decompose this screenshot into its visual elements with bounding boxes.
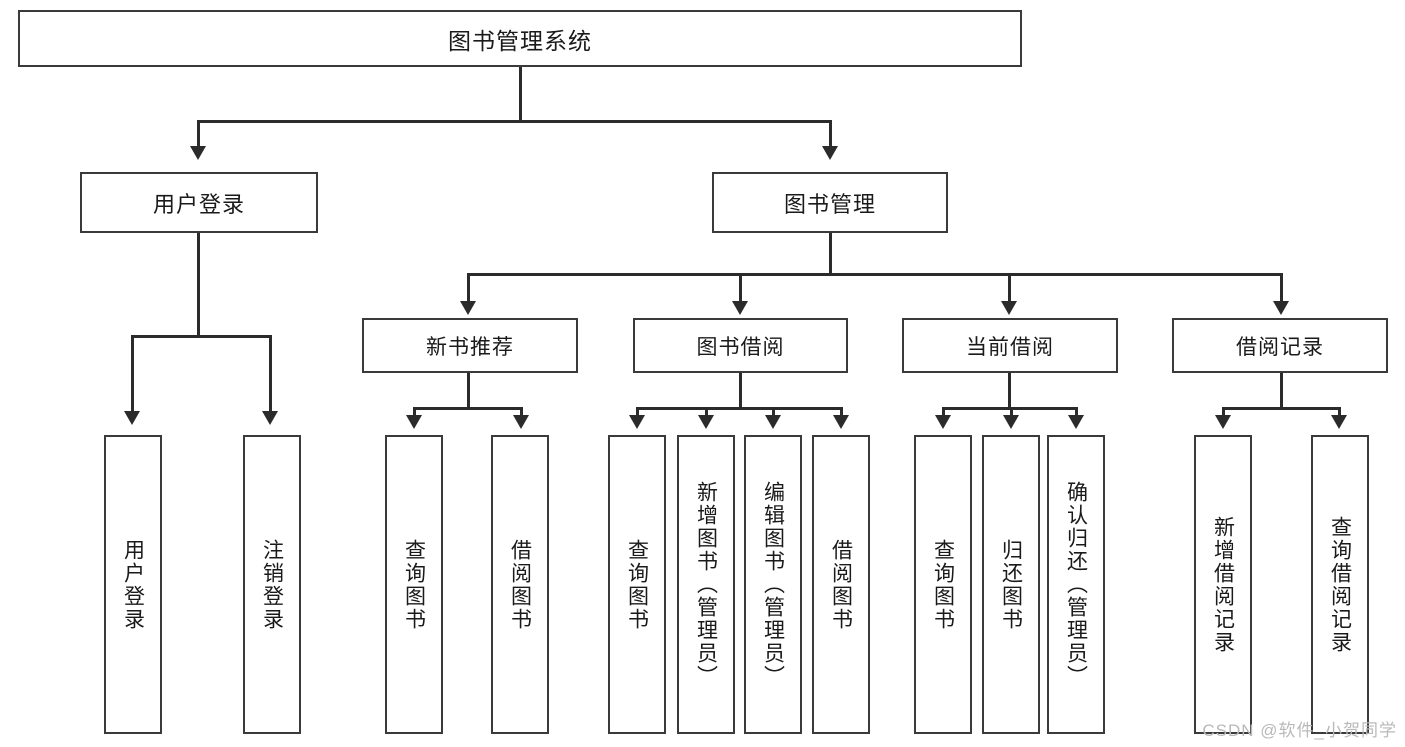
connector-bookmgmt-stem	[829, 233, 832, 275]
node-label: 新增图书（管理员）	[694, 481, 718, 688]
node-label: 用户登录	[121, 538, 145, 631]
connector-bookborrow-to-leaf-2	[705, 407, 708, 419]
node-borrow-record[interactable]: 借阅记录	[1172, 318, 1388, 373]
node-label: 用户登录	[152, 191, 245, 217]
connector-userlogin-to-leaf-1	[131, 335, 134, 415]
arrowhead-borrowrecord-leaf-2	[1331, 415, 1347, 429]
leaf-user-login-2[interactable]: 注销登录	[243, 435, 301, 734]
arrowhead-newbook-leaf-1	[406, 415, 422, 429]
leaf-current-borrow-3[interactable]: 确认归还（管理员）	[1047, 435, 1105, 734]
arrowhead-userlogin-leaf-2	[262, 411, 278, 425]
arrowhead-bookmgmt-record	[1273, 301, 1289, 315]
connector-bookmgmt-to-new	[467, 273, 470, 305]
connector-bookborrow-to-leaf-4	[840, 407, 843, 419]
node-label: 借阅图书	[829, 538, 853, 631]
connector-currentborrow-to-leaf-3	[1075, 407, 1078, 419]
connector-newbook-to-leaf-1	[413, 407, 416, 419]
node-label: 借阅图书	[508, 538, 532, 631]
node-label: 图书管理	[783, 191, 876, 217]
connector-root-bar	[197, 120, 832, 123]
node-new-book-recommend[interactable]: 新书推荐	[362, 318, 578, 373]
leaf-book-borrow-4[interactable]: 借阅图书	[812, 435, 870, 734]
connector-userlogin-stem	[197, 233, 200, 337]
node-label: 新书推荐	[426, 335, 514, 359]
connector-userlogin-bar	[131, 335, 272, 338]
arrowhead-bookborrow-leaf-4	[833, 415, 849, 429]
connector-currentborrow-bar	[942, 407, 1076, 410]
connector-currentborrow-to-leaf-1	[942, 407, 945, 419]
arrowhead-bookborrow-leaf-3	[765, 415, 781, 429]
node-label: 查询借阅记录	[1328, 515, 1352, 654]
node-book-borrow[interactable]: 图书借阅	[633, 318, 848, 373]
arrowhead-borrowrecord-leaf-1	[1215, 415, 1231, 429]
leaf-borrow-record-1[interactable]: 新增借阅记录	[1194, 435, 1252, 734]
node-label: 编辑图书（管理员）	[761, 481, 785, 688]
leaf-current-borrow-1[interactable]: 查询图书	[914, 435, 972, 734]
leaf-book-borrow-1[interactable]: 查询图书	[608, 435, 666, 734]
connector-newbook-bar	[413, 407, 523, 410]
node-label: 查询图书	[625, 538, 649, 631]
connector-bookborrow-to-leaf-3	[772, 407, 775, 419]
node-label: 查询图书	[402, 538, 426, 631]
node-user-login[interactable]: 用户登录	[80, 172, 318, 233]
connector-newbook-to-leaf-2	[520, 407, 523, 419]
connector-bookborrow-stem	[739, 373, 742, 409]
node-label: 图书管理系统	[448, 27, 592, 54]
connector-root-to-bookmgmt	[829, 120, 832, 150]
leaf-user-login-1[interactable]: 用户登录	[104, 435, 162, 734]
connector-borrowrecord-stem	[1280, 373, 1283, 409]
connector-root-to-userlogin	[197, 120, 200, 150]
arrowhead-bookborrow-leaf-2	[698, 415, 714, 429]
node-label: 图书借阅	[696, 335, 785, 359]
connector-bookmgmt-to-record	[1280, 273, 1283, 305]
connector-bookmgmt-bar	[467, 273, 1283, 276]
node-label: 借阅记录	[1236, 335, 1324, 359]
node-label: 当前借阅	[966, 335, 1054, 359]
node-label: 注销登录	[260, 538, 284, 631]
arrowhead-root-to-userlogin	[190, 146, 206, 160]
connector-newbook-stem	[467, 373, 470, 409]
arrowhead-currentborrow-leaf-1	[935, 415, 951, 429]
arrowhead-userlogin-leaf-1	[124, 411, 140, 425]
arrowhead-newbook-leaf-2	[513, 415, 529, 429]
leaf-new-book-recommend-1[interactable]: 查询图书	[385, 435, 443, 734]
connector-currentborrow-to-leaf-2	[1010, 407, 1013, 419]
leaf-new-book-recommend-2[interactable]: 借阅图书	[491, 435, 549, 734]
leaf-book-borrow-3[interactable]: 编辑图书（管理员）	[744, 435, 802, 734]
node-label: 新增借阅记录	[1211, 515, 1235, 654]
leaf-borrow-record-2[interactable]: 查询借阅记录	[1311, 435, 1369, 734]
leaf-current-borrow-2[interactable]: 归还图书	[982, 435, 1040, 734]
connector-bookborrow-bar	[636, 407, 843, 410]
connector-bookmgmt-to-current	[1008, 273, 1011, 305]
connector-bookmgmt-to-borrow	[739, 273, 742, 305]
node-root-system[interactable]: 图书管理系统	[18, 10, 1022, 67]
connector-borrowrecord-to-leaf-1	[1222, 407, 1225, 419]
connector-borrowrecord-bar	[1222, 407, 1341, 410]
connector-bookborrow-to-leaf-1	[636, 407, 639, 419]
node-current-borrow[interactable]: 当前借阅	[902, 318, 1118, 373]
arrowhead-bookborrow-leaf-1	[629, 415, 645, 429]
node-label: 查询图书	[931, 538, 955, 631]
node-label: 确认归还（管理员）	[1064, 481, 1088, 688]
connector-root-stem	[519, 67, 522, 122]
arrowhead-bookmgmt-current	[1001, 301, 1017, 315]
connector-currentborrow-stem	[1008, 373, 1011, 409]
node-book-management[interactable]: 图书管理	[712, 172, 948, 233]
arrowhead-bookmgmt-borrow	[732, 301, 748, 315]
arrowhead-currentborrow-leaf-3	[1068, 415, 1084, 429]
connector-userlogin-to-leaf-2	[269, 335, 272, 415]
arrowhead-root-to-bookmgmt	[822, 146, 838, 160]
node-label: 归还图书	[999, 538, 1023, 631]
arrowhead-currentborrow-leaf-2	[1003, 415, 1019, 429]
connector-borrowrecord-to-leaf-2	[1338, 407, 1341, 419]
leaf-book-borrow-2[interactable]: 新增图书（管理员）	[677, 435, 735, 734]
arrowhead-bookmgmt-new	[460, 301, 476, 315]
